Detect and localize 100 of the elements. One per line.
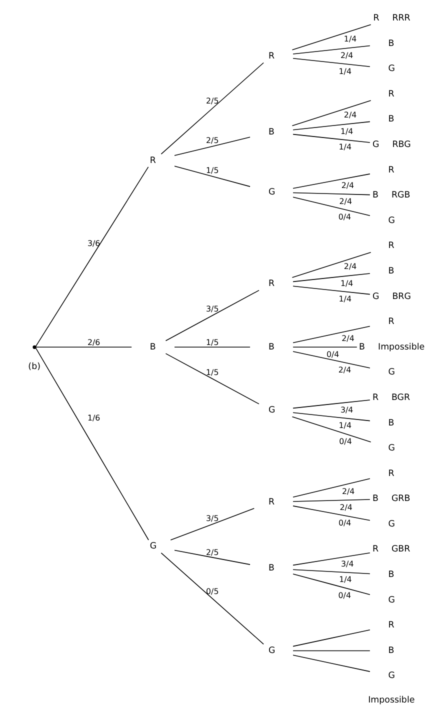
node-text: B (268, 127, 274, 138)
edge-label: 2/4 (339, 502, 352, 512)
connector (174, 136, 250, 156)
node-text: R (149, 156, 156, 166)
node-text: R (372, 392, 378, 403)
node-text: R (372, 544, 378, 555)
connector (292, 654, 370, 672)
connector (291, 252, 371, 278)
edge-label: 2/5 (206, 548, 218, 558)
node-text: R (388, 468, 394, 479)
connector (160, 62, 264, 154)
node-text: R (268, 51, 274, 62)
node-text: R (388, 317, 394, 328)
connector (34, 166, 148, 347)
label: (b) (28, 362, 40, 372)
connector (164, 290, 259, 342)
node-text: B (358, 342, 365, 352)
edge-label: 2/4 (343, 262, 356, 272)
connector (292, 400, 370, 409)
edge-label: 1/4 (338, 142, 352, 152)
node-text: B (388, 646, 394, 656)
edge-label: 0/4 (338, 590, 350, 600)
edge-label: 2/4 (338, 366, 351, 375)
edge-label: 1/4 (338, 66, 352, 76)
edge-label: 3/5 (206, 514, 218, 524)
edge-label: 1/4 (338, 421, 352, 430)
node-text: G (388, 368, 395, 378)
edge-label: 2/6 (86, 338, 100, 347)
edge-label: 1/5 (206, 368, 218, 377)
label: Impossible (368, 696, 414, 706)
node-text: G (268, 187, 275, 198)
connector (292, 286, 370, 295)
node-label: GRB (390, 494, 410, 504)
connector (292, 346, 357, 348)
node-text: B (149, 342, 156, 352)
connector (292, 552, 370, 566)
edge-label: 2/4 (340, 51, 353, 60)
node-text: G (268, 646, 275, 656)
node-label: BRG (392, 292, 410, 302)
connector (164, 353, 259, 404)
node-text: B (388, 114, 394, 125)
node-text: R (372, 13, 379, 24)
connector (292, 134, 370, 143)
connector (292, 499, 370, 502)
edge-label: 1/4 (343, 34, 356, 44)
node-label: RBG (392, 140, 410, 150)
node-text: G (149, 542, 156, 552)
edge-label: 0/4 (326, 350, 339, 359)
connector (291, 416, 371, 442)
edge-label: 2/4 (343, 110, 356, 120)
edge-label: 1/4 (338, 294, 352, 304)
edge-label: 0/4 (338, 437, 352, 446)
connector (292, 569, 370, 574)
edge-label: 1/4 (340, 126, 353, 136)
edge-label: 1/5 (206, 166, 218, 176)
node-text: B (372, 494, 378, 504)
edge-label: 3/6 (86, 238, 100, 248)
node-text: G (388, 216, 395, 226)
edge-label: 3/5 (206, 304, 218, 314)
node-text: B (268, 342, 274, 352)
connector (174, 166, 250, 187)
node-text: G (388, 64, 395, 74)
connector (292, 478, 370, 498)
connector (292, 121, 370, 130)
connector (292, 273, 370, 282)
connector (170, 508, 254, 540)
connector (34, 348, 148, 540)
connector (292, 192, 370, 196)
node-text: B (388, 570, 394, 580)
connector (174, 550, 250, 565)
connector (174, 346, 250, 348)
node-text: R (388, 241, 394, 252)
node-text: B (388, 266, 394, 276)
edge-label: 2/4 (340, 181, 354, 190)
node-text: R (388, 89, 394, 100)
node-text: R (268, 279, 274, 290)
node-label: RRR (392, 13, 410, 24)
node-text: G (388, 444, 395, 454)
connector (160, 552, 264, 645)
connector (292, 58, 370, 68)
connector (292, 174, 370, 189)
connector (292, 196, 370, 216)
edge-label: 3/4 (340, 559, 354, 568)
edge-label: 1/4 (338, 575, 352, 584)
edge-label: 1/5 (206, 338, 218, 347)
node-text: B (372, 190, 378, 201)
node-point (32, 345, 36, 349)
connector (292, 412, 370, 422)
edge-label: 2/4 (338, 196, 352, 206)
connector (292, 326, 370, 344)
node-text: G (268, 406, 275, 416)
connector (292, 45, 370, 54)
edge-label: 2/5 (206, 136, 218, 146)
node-text: R (268, 497, 274, 508)
edge-label: 2/5 (206, 96, 218, 106)
node-text: G (388, 595, 395, 606)
edge-label: 0/4 (338, 518, 351, 528)
node-label: RGB (390, 190, 410, 201)
node-text: B (388, 38, 394, 49)
node-label: Impossible (378, 342, 424, 352)
